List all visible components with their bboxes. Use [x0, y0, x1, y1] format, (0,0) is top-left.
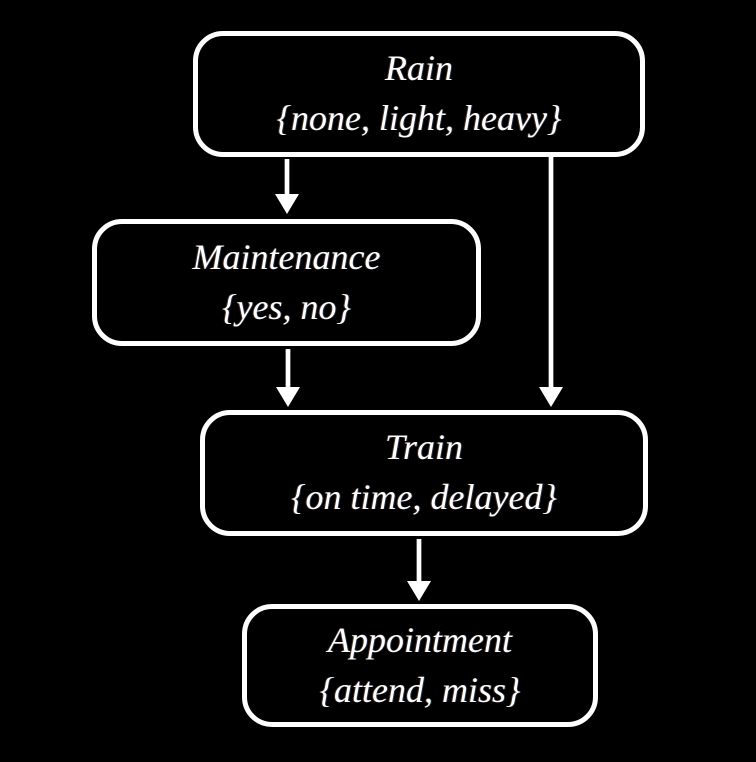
node-maintenance-values: {yes, no}	[222, 286, 351, 327]
node-appointment-label: Appointment	[328, 619, 512, 660]
edge-train-to-appointment	[407, 539, 431, 601]
node-train-values: {on time, delayed}	[291, 477, 557, 517]
node-maintenance-label: Maintenance	[192, 236, 381, 277]
edge-rain-to-maintenance	[275, 159, 299, 214]
node-train: Train {on time, delayed}	[200, 410, 648, 536]
edge-rain-to-train	[539, 156, 563, 407]
node-rain-label: Rain	[385, 48, 453, 89]
node-appointment: Appointment {attend, miss}	[242, 604, 598, 727]
edge-maintenance-to-train	[276, 349, 300, 407]
node-rain: Rain {none, light, heavy}	[193, 31, 645, 157]
arrowhead-icon	[407, 581, 431, 601]
node-train-label: Train	[384, 427, 464, 468]
arrowhead-icon	[275, 194, 299, 214]
node-rain-values: {none, light, heavy}	[276, 98, 562, 138]
node-appointment-values: {attend, miss}	[319, 669, 521, 710]
arrowhead-icon	[539, 387, 563, 407]
arrowhead-icon	[276, 387, 300, 407]
node-maintenance: Maintenance {yes, no}	[92, 219, 481, 346]
